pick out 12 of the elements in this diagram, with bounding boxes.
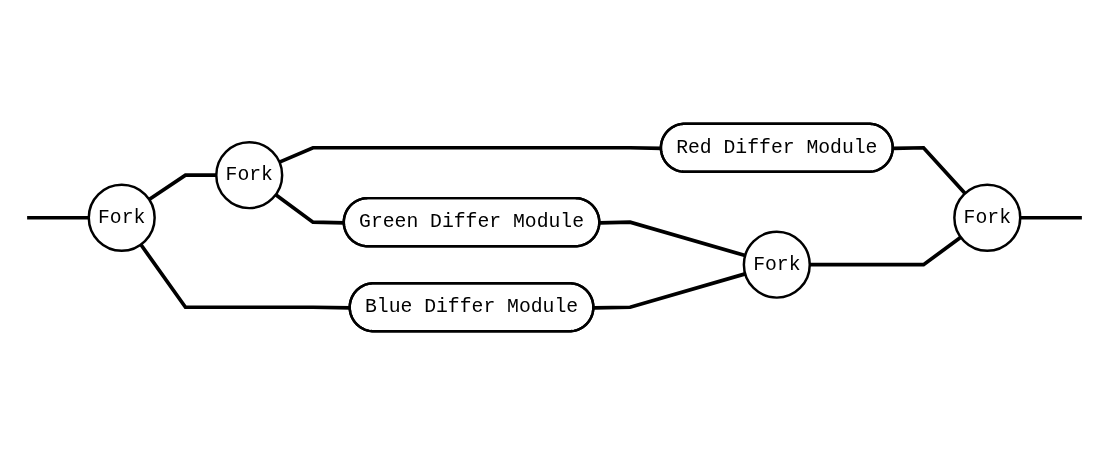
connector: [809, 235, 962, 267]
node-circle: Fork: [742, 230, 811, 299]
connector: [27, 215, 89, 220]
connector: [893, 145, 967, 195]
node-circle: Fork: [215, 141, 284, 210]
connector: [148, 173, 217, 201]
node-circle: Fork: [87, 183, 156, 252]
connector: [1020, 215, 1082, 220]
connector: [599, 220, 746, 258]
connector: [593, 272, 746, 310]
connector: [274, 193, 345, 225]
node-circle: Fork: [953, 183, 1022, 252]
